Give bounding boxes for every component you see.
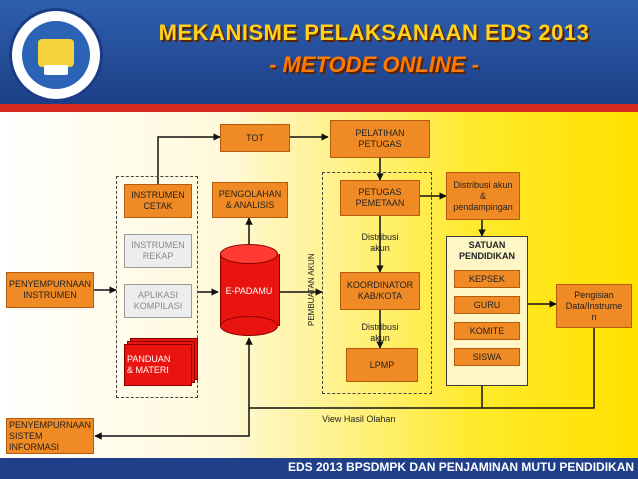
aplikasi-kompilasi-label: APLIKASI KOMPILASI [133, 290, 183, 311]
emblem-inner [22, 21, 90, 89]
footer-band: EDS 2013 BPSDMPK DAN PENJAMINAN MUTU PEN… [0, 458, 638, 479]
panduan-materi-box: PANDUAN & MATERI [124, 344, 192, 386]
pelatihan-petugas-box: PELATIHAN PETUGAS [330, 120, 430, 158]
tot-box: TOT [220, 124, 290, 152]
pengisian-box: Pengisian Data/Instrume n [556, 284, 632, 328]
e-padamu-database-icon [220, 254, 280, 326]
page-subtitle: - METODE ONLINE - [269, 52, 479, 77]
guru-box: GURU [454, 296, 520, 314]
distribusi-pendampingan-label: Distribusi akun & pendampingan [453, 179, 513, 212]
account-group-frame [322, 172, 432, 394]
header-stripe [0, 104, 638, 112]
panduan-materi-label: PANDUAN & MATERI [127, 354, 171, 375]
penyempurnaan-instrumen-label: PENYEMPURNAAN INSTRUMEN [9, 279, 92, 300]
tot-label: TOT [246, 132, 264, 143]
distribusi-pendampingan-box: Distribusi akun & pendampingan [446, 172, 520, 220]
e-padamu-cylinder-top [220, 244, 278, 264]
satuan-pendidikan-label: SATUAN PENDIDIKAN [458, 240, 515, 261]
koordinator-label: KOORDINATOR KAB/KOTA [346, 280, 414, 301]
view-hasil-label: View Hasil Olahan [322, 414, 396, 424]
instrumen-cetak-label: INSTRUMEN CETAK [131, 190, 185, 211]
tut-wuri-handayani-emblem-icon [9, 8, 103, 102]
e-padamu-cylinder-bottom [220, 316, 278, 336]
komite-box: KOMITE [454, 322, 520, 340]
pengolahan-analisis-box: PENGOLAHAN & ANALISIS [212, 182, 288, 218]
distribusi-akun-label-2: Distribusi akun [361, 322, 399, 343]
header-band [0, 0, 638, 104]
penyempurnaan-sistem-label: PENYEMPURNAAN SISTEM INFORMASI [9, 419, 92, 452]
siswa-box: SISWA [454, 348, 520, 366]
footer-text: EDS 2013 BPSDMPK DAN PENJAMINAN MUTU PEN… [288, 460, 635, 474]
aplikasi-kompilasi-box: APLIKASI KOMPILASI [124, 284, 192, 318]
pengolahan-analisis-label: PENGOLAHAN & ANALISIS [218, 189, 282, 210]
petugas-pemetaan-box: PETUGAS PEMETAAN [340, 180, 420, 216]
penyempurnaan-instrumen-box: PENYEMPURNAAN INSTRUMEN [6, 272, 94, 308]
koordinator-box: KOORDINATOR KAB/KOTA [340, 272, 420, 310]
penyempurnaan-sistem-box: PENYEMPURNAAN SISTEM INFORMASI [6, 418, 94, 454]
distribusi-akun-label-1: Distribusi akun [361, 232, 399, 253]
pelatihan-petugas-label: PELATIHAN PETUGAS [355, 128, 405, 149]
guru-label: GURU [473, 299, 501, 310]
petugas-pemetaan-label: PETUGAS PEMETAAN [355, 187, 405, 208]
page-title: MEKANISME PELAKSANAAN EDS 2013 [158, 20, 590, 45]
kepsek-label: KEPSEK [468, 273, 506, 284]
kepsek-box: KEPSEK [454, 270, 520, 288]
pembuatan-akun-label: PEMBUATAN AKUN [307, 253, 316, 326]
instrument-group-frame [116, 176, 198, 398]
e-padamu-label: E-PADAMU [225, 286, 273, 296]
pengisian-label: Pengisian Data/Instrume n [565, 289, 623, 322]
siswa-label: SISWA [472, 351, 502, 362]
komite-label: KOMITE [469, 325, 505, 336]
main-background [0, 112, 638, 458]
instrumen-cetak-box: INSTRUMEN CETAK [124, 184, 192, 218]
lpmp-label: LPMP [369, 359, 395, 370]
lpmp-box: LPMP [346, 348, 418, 382]
instrumen-rekap-box: INSTRUMEN REKAP [124, 234, 192, 268]
instrumen-rekap-label: INSTRUMEN REKAP [131, 240, 185, 261]
